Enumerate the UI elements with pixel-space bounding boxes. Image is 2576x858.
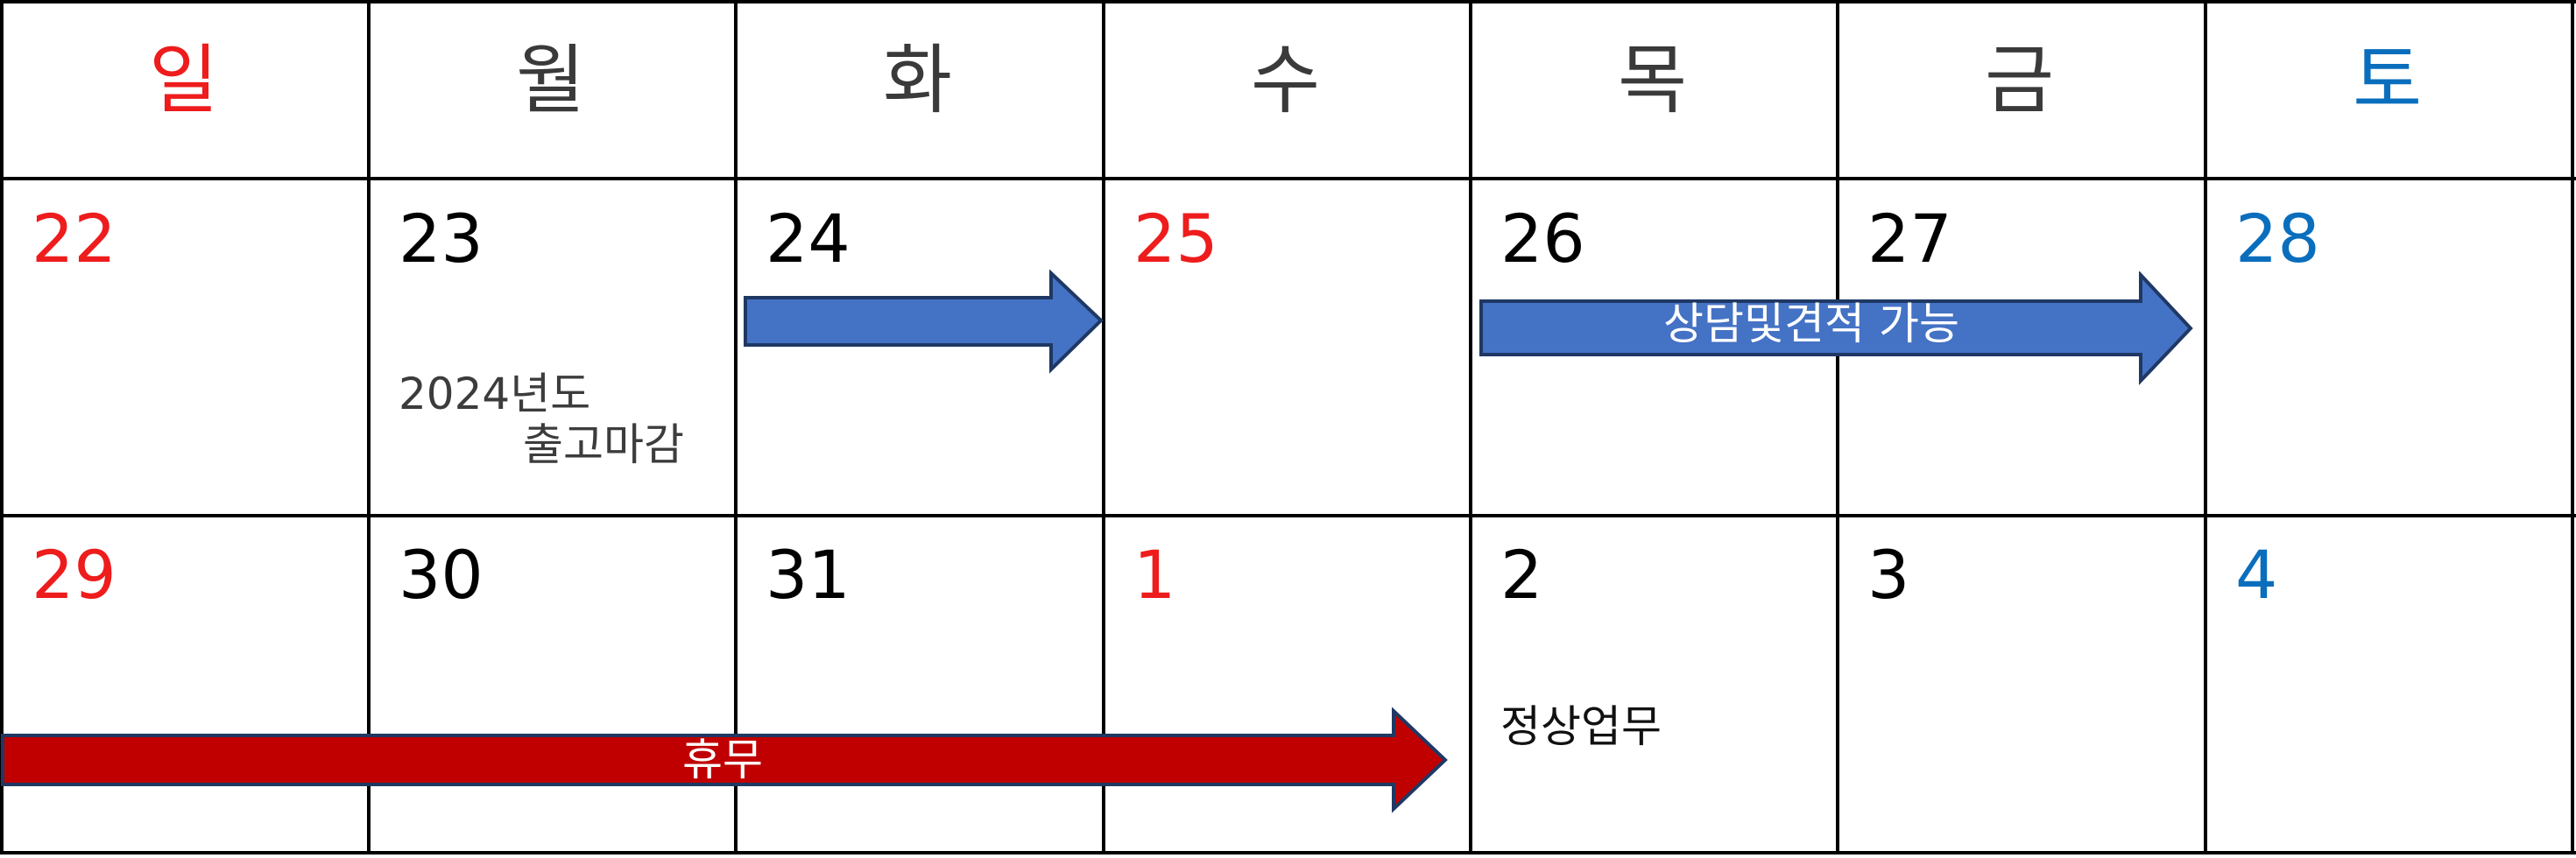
grid-line — [0, 851, 2576, 854]
grid-line — [0, 177, 2576, 180]
date-cell-23: 23 — [399, 200, 483, 278]
date-cell-4: 4 — [2235, 536, 2278, 614]
weekday-friday: 금 — [1984, 37, 2055, 124]
grid-line — [1469, 0, 1472, 854]
date-cell-27: 27 — [1867, 200, 1952, 278]
weekday-thursday: 목 — [1617, 37, 1688, 124]
closing-note-text: 출고마감 — [523, 419, 684, 470]
weekday-monday: 월 — [515, 37, 586, 124]
grid-line — [0, 514, 2576, 517]
grid-line — [734, 0, 738, 854]
holiday-arrow — [1, 707, 1448, 813]
grid-line — [2571, 0, 2574, 854]
normal-work-note: 정상업무 — [1500, 701, 1662, 752]
grid-line — [0, 0, 2576, 4]
date-cell-25: 25 — [1133, 200, 1218, 278]
date-cell-31: 31 — [766, 536, 850, 614]
grid-line — [1102, 0, 1105, 854]
date-cell-3: 3 — [1867, 536, 1910, 614]
date-cell-26: 26 — [1500, 200, 1585, 278]
date-cell-22: 22 — [32, 200, 116, 278]
grid-line — [0, 0, 4, 854]
date-cell-2: 2 — [1500, 536, 1543, 614]
weekday-sunday: 일 — [148, 37, 219, 124]
grid-line — [1836, 0, 1839, 854]
closing-note-year: 2024년도 — [399, 369, 591, 419]
date-cell-24: 24 — [766, 200, 850, 278]
date-cell-29: 29 — [32, 536, 116, 614]
weekday-saturday: 토 — [2352, 37, 2423, 124]
date-cell-1: 1 — [1133, 536, 1176, 614]
weekday-tuesday: 화 — [882, 37, 953, 124]
holiday-arrow-label: 휴무 — [682, 735, 763, 785]
consultation-arrow — [1479, 271, 2193, 385]
grid-line — [2204, 0, 2207, 854]
arrow-right-icon — [744, 270, 1104, 374]
weekday-wednesday: 수 — [1250, 37, 1321, 124]
grid-line — [367, 0, 371, 854]
date-cell-30: 30 — [399, 536, 483, 614]
date-cell-28: 28 — [2235, 200, 2320, 278]
consultation-arrow-label: 상담및견적 가능 — [1663, 299, 1959, 349]
